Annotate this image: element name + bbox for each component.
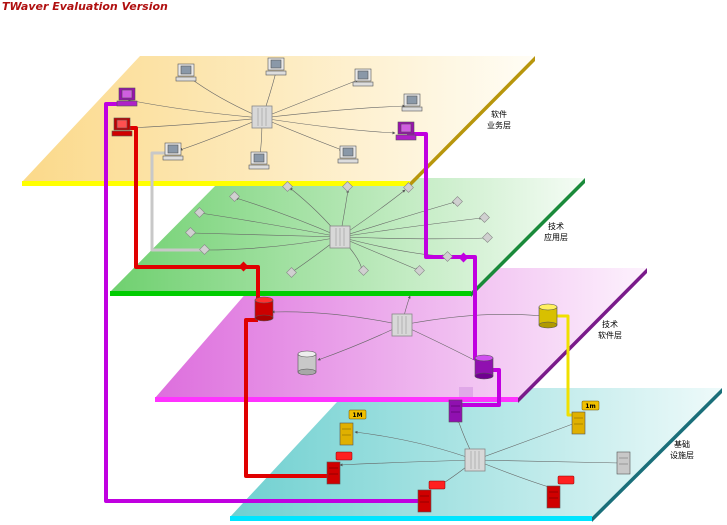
alarm-badge-red[interactable] xyxy=(428,480,446,490)
diamond-node-icon[interactable] xyxy=(358,265,369,276)
layer-label-line2: 应用层 xyxy=(544,232,568,242)
hub-icon[interactable] xyxy=(464,448,486,472)
hubs xyxy=(251,105,486,472)
server-purple-icon[interactable] xyxy=(448,399,463,423)
diamond-nodes xyxy=(185,181,493,278)
layer-tech-application-edge xyxy=(110,291,471,296)
hub-icon[interactable] xyxy=(329,225,351,249)
link-purple-diamond xyxy=(458,252,469,263)
computer-red-icon[interactable] xyxy=(111,117,133,137)
server-red-icon[interactable] xyxy=(326,461,341,485)
computer-purple-icon[interactable] xyxy=(395,121,417,141)
server-red-icon[interactable] xyxy=(546,485,561,509)
database-purple-icon[interactable] xyxy=(474,354,494,380)
link-gray-1 xyxy=(150,151,206,252)
computer-icon[interactable] xyxy=(162,142,184,161)
databases xyxy=(254,296,558,380)
servers xyxy=(326,399,631,513)
diamond-node-icon[interactable] xyxy=(403,182,414,193)
layer-label-line2: 软件层 xyxy=(598,330,622,340)
computer-icon[interactable] xyxy=(175,63,197,82)
layer-label-line2: 设施层 xyxy=(670,450,694,460)
database-yellow-icon[interactable] xyxy=(538,303,558,329)
link-purple-1 xyxy=(104,102,420,503)
diamond-node-icon[interactable] xyxy=(479,212,490,223)
alarm-badge-red[interactable] xyxy=(557,475,575,485)
layer-label-line1: 软件 xyxy=(491,109,507,119)
computers xyxy=(111,57,423,170)
link-red-diamond xyxy=(238,261,249,272)
link-purple-2 xyxy=(407,132,477,360)
computer-purple-icon[interactable] xyxy=(116,87,138,107)
diamond-node-icon[interactable] xyxy=(442,251,453,262)
alarm-badge-red[interactable] xyxy=(335,451,353,461)
layer-software-business xyxy=(22,56,535,187)
hub-icon[interactable] xyxy=(251,105,273,129)
computer-icon[interactable] xyxy=(337,145,359,164)
layer-label-line1: 技术 xyxy=(548,221,564,231)
computer-icon[interactable] xyxy=(401,93,423,112)
server-yellow-icon[interactable] xyxy=(339,422,354,446)
diamond-node-icon[interactable] xyxy=(414,265,425,276)
alarm-badge[interactable]: 1m xyxy=(581,400,600,411)
layer-software-business-side xyxy=(410,56,535,187)
hub-icon[interactable] xyxy=(391,313,413,337)
layer-tech-application-side xyxy=(471,178,585,297)
link-red-2 xyxy=(244,318,330,478)
layer-label-line2: 业务层 xyxy=(487,120,511,130)
diamond-node-icon[interactable] xyxy=(286,267,297,278)
diamond-node-icon[interactable] xyxy=(194,207,205,218)
layer-labels: 软件 业务层 技术 应用层 技术 软件层 基础 设施层 xyxy=(487,109,694,460)
diamond-node-icon[interactable] xyxy=(229,191,240,202)
computer-icon[interactable] xyxy=(352,68,374,87)
layer-infrastructure-side xyxy=(592,388,722,522)
layer-tech-software-side xyxy=(518,268,647,403)
layer-software-business-edge xyxy=(22,181,410,186)
alarm-badge[interactable]: 1M xyxy=(348,409,367,420)
server-gray-icon[interactable] xyxy=(616,451,631,475)
layer-label-line1: 基础 xyxy=(674,439,690,449)
diamond-node-icon[interactable] xyxy=(185,227,196,238)
layer-label-line1: 技术 xyxy=(602,319,618,329)
database-red-icon[interactable] xyxy=(254,296,274,322)
computer-icon[interactable] xyxy=(248,151,270,170)
diamond-node-icon[interactable] xyxy=(452,196,463,207)
link-red-1 xyxy=(127,126,260,305)
watermark-text: TWaver Evaluation Version xyxy=(2,0,168,13)
diamond-node-icon[interactable] xyxy=(282,181,293,192)
server-yellow-icon[interactable] xyxy=(571,411,586,435)
diamond-node-icon[interactable] xyxy=(342,181,353,192)
alarm-badge-text: 1M xyxy=(352,412,362,419)
alarm-badges: 1M 1m xyxy=(335,400,600,490)
server-red-icon[interactable] xyxy=(417,489,432,513)
layer-tech-software-edge xyxy=(155,397,518,402)
diamond-node-icon[interactable] xyxy=(482,232,493,243)
alarm-badge-text: 1m xyxy=(585,403,595,410)
computer-icon[interactable] xyxy=(265,57,287,76)
layer-infrastructure-edge xyxy=(230,516,592,521)
layer-software-business-plane xyxy=(22,56,535,182)
database-gray-icon[interactable] xyxy=(297,350,317,376)
diamond-node-icon[interactable] xyxy=(199,244,210,255)
